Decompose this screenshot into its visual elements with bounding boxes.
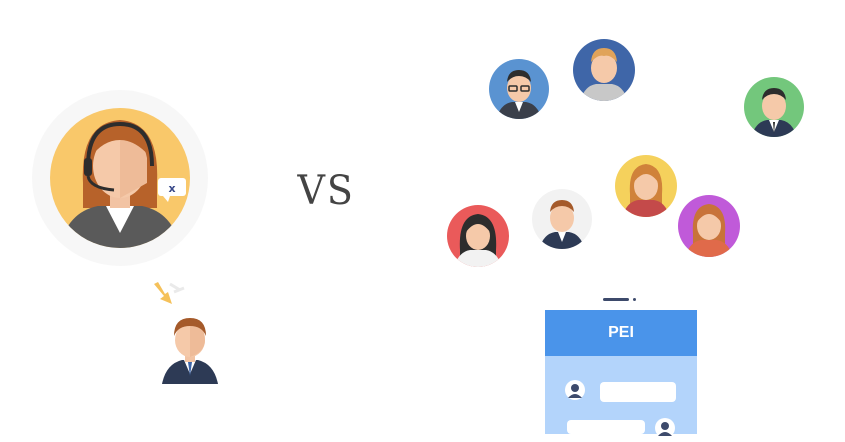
user-avatar-icon <box>532 189 592 249</box>
user-avatar-icon <box>744 77 804 137</box>
chat-bubble-outgoing <box>567 420 645 434</box>
chat-user-avatar-icon <box>655 418 675 438</box>
chat-user-avatar-icon <box>565 380 585 400</box>
chat-bubble-incoming <box>600 382 676 402</box>
arrow-down-icon <box>154 282 185 304</box>
phone-camera <box>633 298 636 301</box>
user-avatar-icon <box>489 59 549 119</box>
user-avatar-icon <box>615 155 677 217</box>
user-avatar-icon <box>573 39 635 101</box>
phone-header-label: PEI <box>608 324 634 341</box>
chat-area <box>545 356 697 438</box>
vs-label: VS <box>297 168 355 214</box>
phone-speaker <box>603 298 629 301</box>
phone-header: PEI <box>545 310 697 356</box>
user-avatar-icon <box>447 205 509 267</box>
svg-text:x: x <box>168 182 175 195</box>
customer-avatar-icon <box>162 318 218 384</box>
phone-illustration: PEI <box>545 288 697 438</box>
user-avatar-icon <box>678 195 740 257</box>
customer-service-agent-icon: x <box>32 90 208 266</box>
